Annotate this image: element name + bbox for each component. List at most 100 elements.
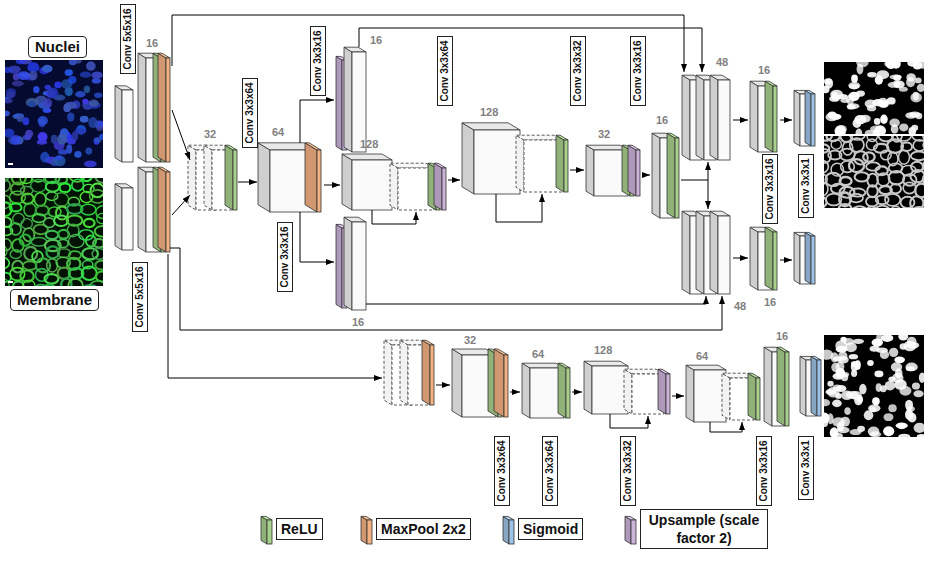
slab-front [122, 90, 133, 162]
layer-slab [153, 53, 165, 162]
cell-blob [25, 130, 33, 138]
layer-label: Conv 3x3x64 [494, 436, 510, 506]
layer-label: Conv 3x3x32 [620, 436, 636, 506]
cell-blob [33, 86, 39, 93]
slab-front [811, 94, 815, 146]
cell-outline [5, 257, 9, 268]
slab-front [666, 374, 670, 414]
cell-blob [75, 91, 85, 98]
slab-side [336, 56, 342, 150]
slab-front [675, 138, 679, 218]
cell-blob [42, 65, 53, 73]
slab-side [400, 340, 408, 405]
slab-side [628, 145, 636, 196]
node-text: Conv 3x3x16 [279, 226, 291, 287]
layer-slab [556, 135, 568, 192]
slab-side [138, 53, 146, 162]
feature-map [584, 361, 628, 414]
slab-side [305, 143, 317, 212]
image-ground [5, 60, 103, 168]
scale-bar [8, 163, 13, 165]
layer-slab [434, 163, 446, 210]
slab-top [342, 154, 392, 160]
cell-blob [68, 76, 76, 84]
cell-blob [26, 98, 39, 107]
feature-map [342, 154, 392, 210]
channel-label: Membrane [10, 289, 99, 311]
layer-slab [361, 516, 372, 544]
cell-blob [905, 112, 916, 119]
legend-swatch [258, 512, 276, 548]
scale-bar [8, 281, 13, 283]
cell-blob [63, 104, 70, 112]
cell-blob [907, 62, 918, 67]
cell-outline [81, 178, 93, 181]
cell-blob [84, 85, 90, 93]
cell-blob [824, 349, 833, 359]
cell-blob [17, 114, 24, 122]
feature-map [750, 227, 772, 290]
slab-side [765, 227, 773, 290]
cell-blob [899, 87, 908, 92]
slab-top [462, 123, 520, 130]
membrane-image [5, 178, 103, 286]
cell-blob [864, 410, 874, 420]
nuclei-output-image [824, 335, 924, 437]
slab-side [115, 184, 122, 250]
cell-outline [850, 138, 864, 152]
cell-blob [894, 356, 905, 363]
cell-blob [870, 346, 880, 352]
cell-outline [46, 231, 58, 239]
slab-top [434, 163, 446, 168]
cell-blob [11, 135, 21, 145]
cell-blob [857, 426, 865, 432]
cell-blob [905, 409, 913, 420]
legend-item: Upsample (scale factor 2) [640, 509, 768, 549]
slab-side [522, 363, 530, 418]
layer-slab [494, 349, 508, 417]
slab-top [805, 232, 815, 236]
slab-side [652, 133, 660, 218]
slab-front [509, 520, 514, 544]
cell-blob [824, 412, 829, 423]
node-text: Conv 5x5x16 [134, 266, 146, 327]
slab-top [805, 90, 815, 94]
cell-outline [923, 141, 924, 149]
slab-front [718, 80, 730, 160]
slab-top [305, 143, 321, 150]
layer-slab [158, 167, 170, 252]
slab-side [361, 516, 367, 544]
cell-blob [914, 423, 924, 433]
slab-top [158, 167, 170, 172]
cell-blob [853, 339, 864, 344]
cell-blob [67, 113, 74, 122]
data-flow-arrow [300, 100, 334, 143]
cell-outline [852, 206, 867, 208]
slab-front [474, 130, 520, 194]
cell-blob [69, 60, 77, 65]
slab-side [750, 81, 758, 152]
slab-top [422, 340, 434, 345]
feature-map [710, 75, 730, 160]
cell-outline [93, 239, 103, 247]
cell-outline [68, 279, 83, 286]
image-ground [824, 335, 924, 437]
feature-map [750, 81, 772, 152]
slab-top [710, 75, 730, 80]
layer-slab [805, 90, 815, 146]
slab-front [367, 520, 372, 544]
channel-count: 16 [656, 114, 668, 126]
cell-outline [44, 284, 55, 286]
channel-count: 48 [716, 56, 728, 68]
slab-front [442, 168, 446, 210]
cell-blob [833, 373, 844, 380]
slab-side [658, 369, 666, 414]
data-flow-arrow [710, 422, 742, 432]
slab-side [452, 349, 462, 417]
legend-swatch [358, 512, 376, 548]
cell-outline [840, 177, 852, 185]
membrane-output-image [824, 136, 924, 208]
cell-blob [44, 85, 51, 90]
slab-side [794, 90, 800, 146]
node-text: Conv 3x3x32 [622, 440, 634, 501]
